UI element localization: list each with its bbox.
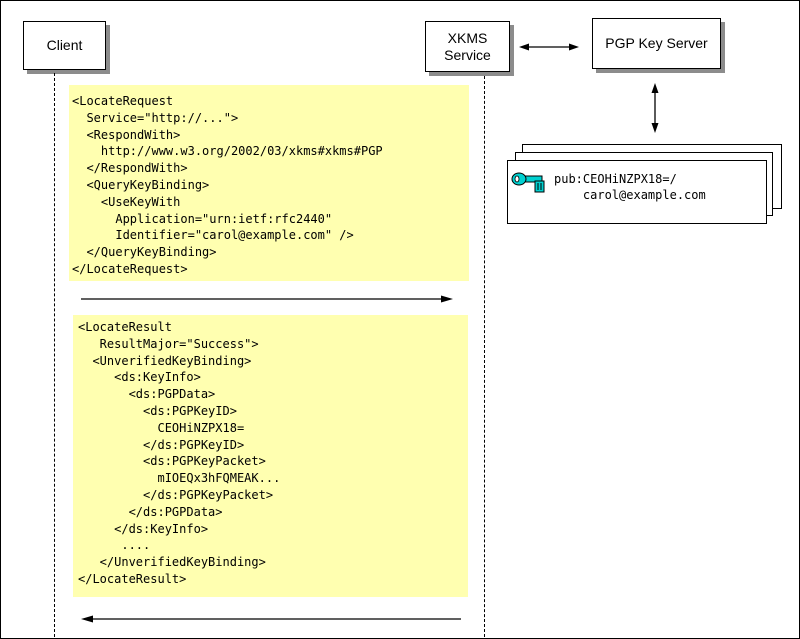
result-line: ResultMajor="Success">	[78, 336, 259, 351]
request-line: http://www.w3.org/2002/03/xkms#xkms#PGP	[72, 144, 383, 159]
key-record-text: pub:CEOHiNZPX18=/ carol@example.com	[554, 171, 706, 203]
result-line: <ds:PGPKeyID>	[78, 403, 237, 418]
result-line: </UnverifiedKeyBinding>	[78, 555, 266, 570]
result-line: </ds:PGPData>	[78, 504, 223, 519]
result-line: </ds:KeyInfo>	[78, 521, 209, 536]
request-line: <RespondWith>	[72, 127, 181, 142]
result-line: mIOEQx3hFQMEAK...	[78, 471, 281, 486]
result-line: </LocateResult>	[78, 571, 187, 586]
result-arrow	[81, 615, 461, 623]
result-line: CEOHiNZPX18=	[78, 420, 245, 435]
key-record-line: pub:CEOHiNZPX18=/	[554, 172, 677, 186]
request-arrow	[81, 295, 453, 303]
result-line: <LocateResult	[78, 320, 172, 334]
client-actor: Client	[23, 21, 106, 70]
pgp-key-server-actor: PGP Key Server	[592, 18, 721, 69]
request-line: </QueryKeyBinding>	[72, 245, 217, 260]
request-line: Application="urn:ietf:rfc2440"	[72, 211, 333, 226]
xkms-service-actor: XKMS Service	[425, 21, 510, 72]
result-line: <ds:PGPKeyPacket>	[78, 454, 266, 469]
xkms-pgp-arrow	[519, 43, 579, 51]
client-label: Client	[46, 37, 83, 53]
request-line: <LocateRequest	[72, 94, 174, 108]
xkms-service-label-line-1: XKMS	[447, 29, 488, 46]
xkms-service-label-line-2: Service	[444, 46, 491, 63]
request-line: </RespondWith>	[72, 161, 188, 176]
request-line: <QueryKeyBinding>	[72, 177, 210, 192]
locate-result-message: <LocateResult ResultMajor="Success"> <Un…	[73, 315, 468, 597]
result-line: </ds:PGPKeyPacket>	[78, 487, 274, 502]
request-line: <UseKeyWith	[72, 194, 181, 209]
xkms-service-lifeline	[484, 76, 485, 637]
key-icon	[511, 169, 549, 195]
result-line: <UnverifiedKeyBinding>	[78, 353, 252, 368]
result-line: <ds:KeyInfo>	[78, 370, 201, 385]
pgp-key-server-label: PGP Key Server	[605, 35, 708, 51]
request-line: </LocateRequest>	[72, 261, 188, 276]
request-line: Identifier="carol@example.com" />	[72, 228, 354, 243]
result-line: ....	[78, 538, 151, 553]
key-record-card-front: pub:CEOHiNZPX18=/ carol@example.com	[507, 160, 767, 224]
result-line: <ds:PGPData>	[78, 387, 216, 402]
key-bit	[534, 180, 545, 193]
request-line: Service="http://...">	[72, 110, 239, 125]
locate-request-message: <LocateRequest Service="http://..."> <Re…	[69, 85, 469, 281]
client-lifeline	[54, 73, 55, 637]
result-line: </ds:PGPKeyID>	[78, 437, 245, 452]
server-records-arrow	[651, 83, 659, 133]
key-record-line: carol@example.com	[554, 188, 706, 202]
